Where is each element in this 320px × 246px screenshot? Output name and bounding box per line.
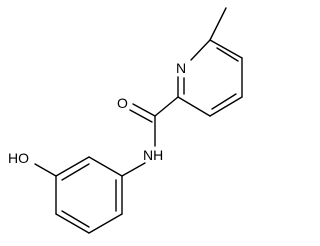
phenyl-bond [61,163,90,181]
amide-nitrogen-label: NH [143,147,163,163]
hydroxyl-label: HO [8,150,29,166]
phenyl-bond [55,156,90,177]
phenyl-bond [88,156,123,177]
pyridine-nitrogen-label: N [176,60,186,76]
methyl-bond [209,7,227,41]
chemical-structure-diagram: N O NH HO [8,7,243,234]
amide-bond [121,162,146,177]
carbonyl-bond [132,103,156,117]
bond-lines [34,7,243,234]
pyridine-bond [211,93,237,110]
pyridine-bond [216,47,239,62]
pyridine-bond [177,96,211,117]
atom-labels: N O NH HO [8,60,186,166]
hydroxyl-bond [34,163,57,177]
phenyl-bond [55,213,90,234]
phenyl-bond [88,213,123,234]
pyridine-bond [209,96,243,117]
phenyl-bond [61,210,90,228]
pyridine-bond [209,39,243,59]
carbonyl-bond [129,109,153,123]
carbonyl-oxygen-label: O [117,95,128,111]
pyridine-bond [190,39,211,61]
amide-bond [154,96,179,117]
